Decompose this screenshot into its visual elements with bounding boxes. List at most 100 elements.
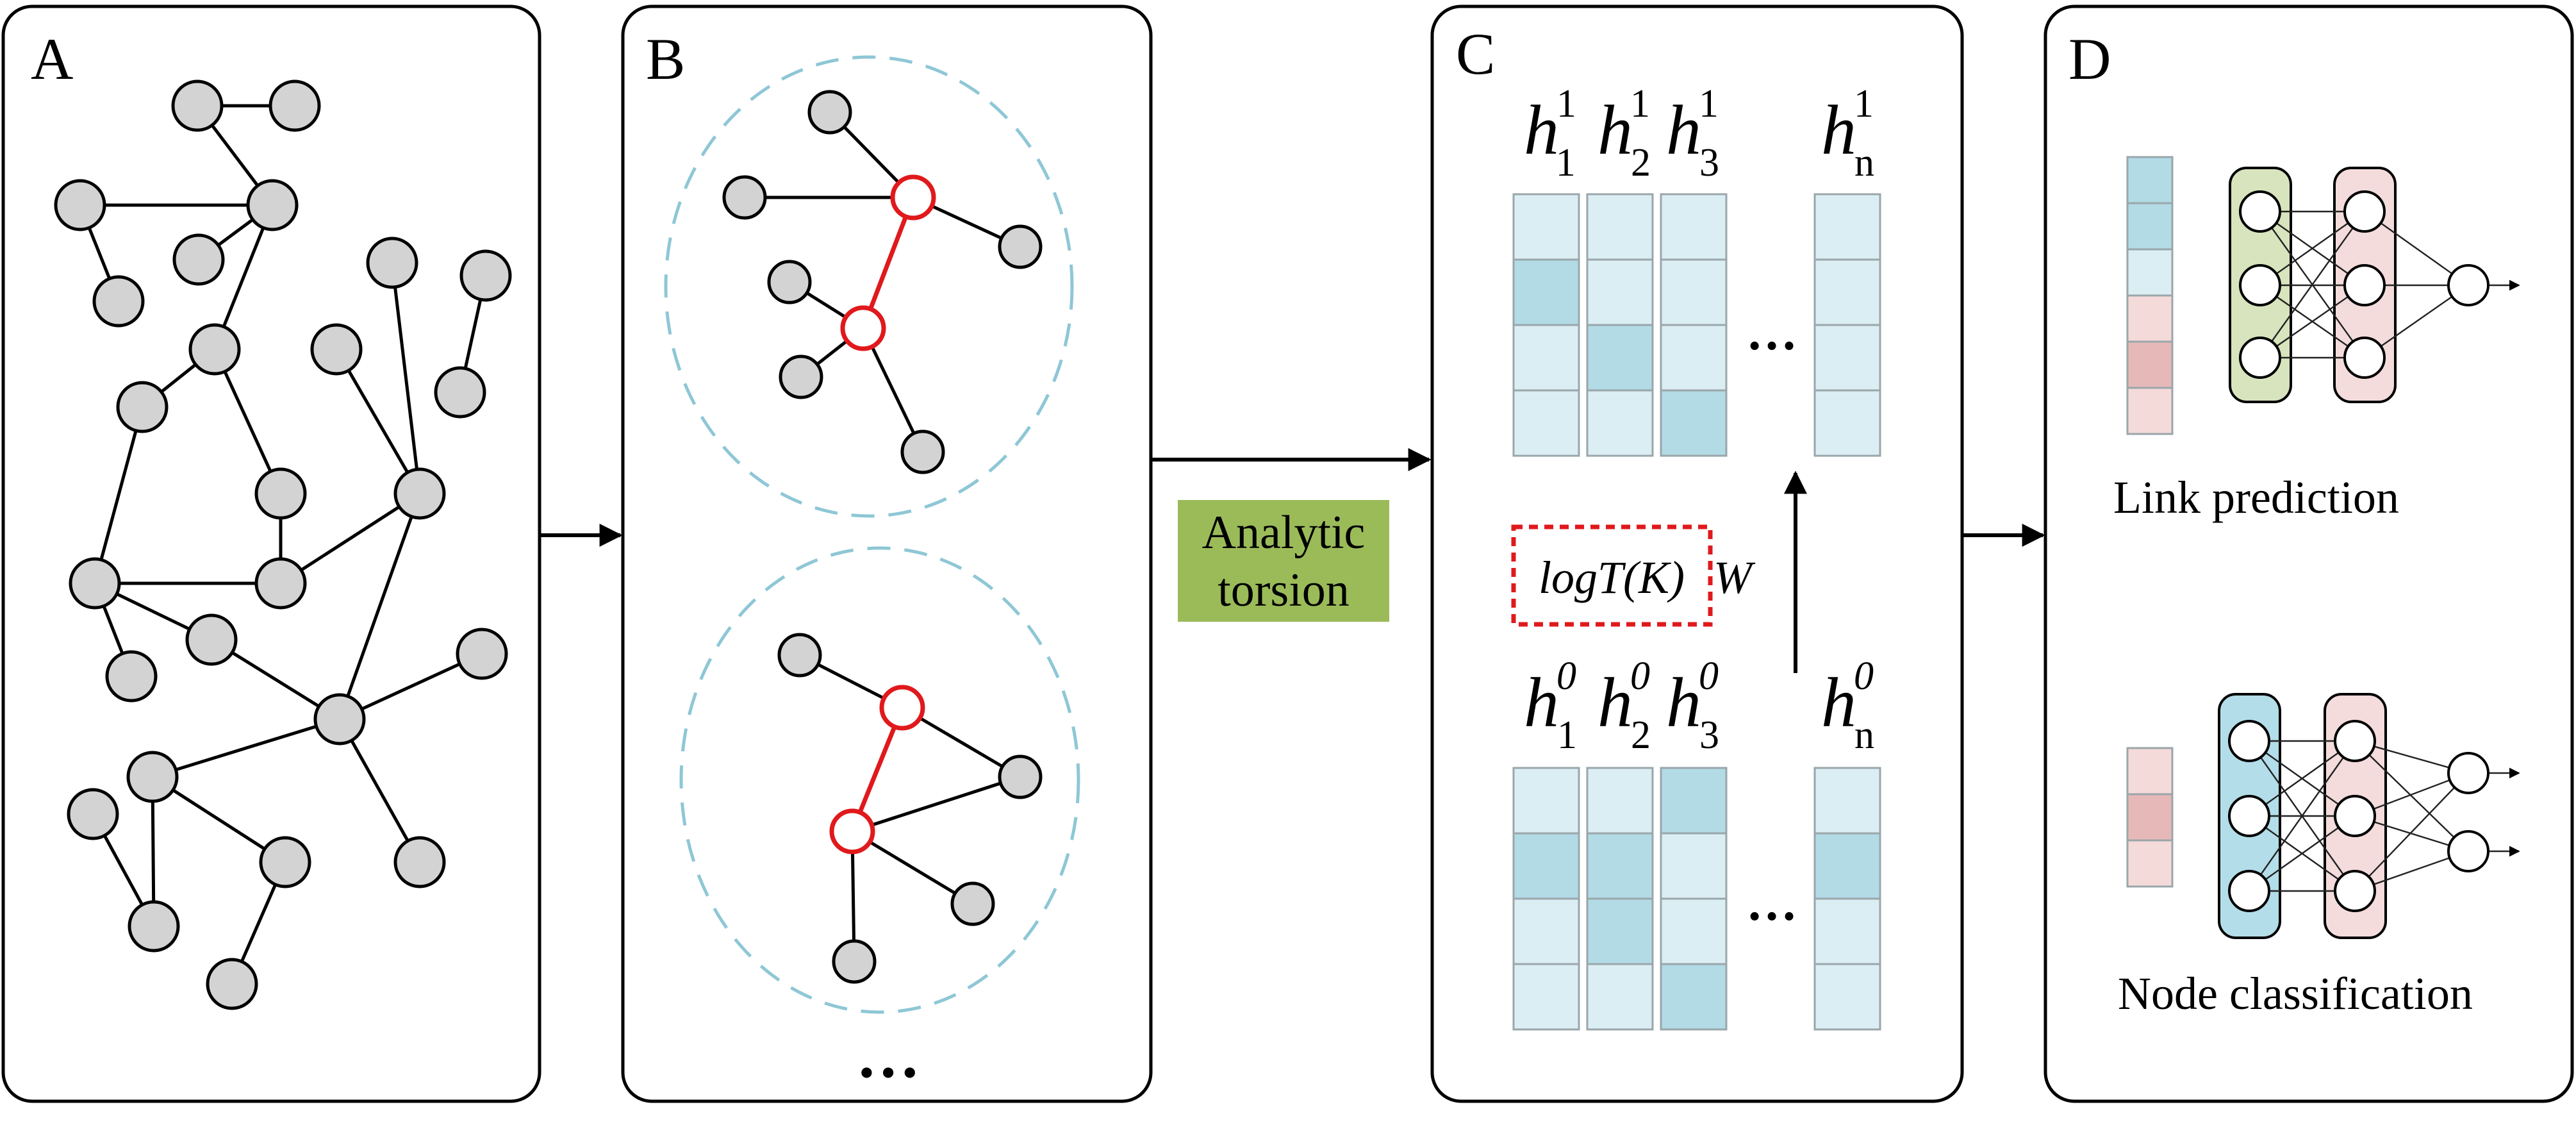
matrix-cell: [1813, 897, 1881, 965]
matrix-cell: [1660, 832, 1728, 900]
nn-connection: [2249, 740, 2356, 817]
nn-neuron: [2228, 870, 2270, 912]
graph-edge: [338, 652, 483, 721]
matrix-cell: [1512, 767, 1580, 835]
matrix-cell: [1813, 193, 1881, 261]
graph-node: [54, 179, 106, 231]
graph-node: [172, 233, 225, 286]
nn-connection: [2354, 772, 2469, 892]
analytic-torsion-line1: Analytic: [1202, 506, 1366, 559]
subgraph-node-highlighted: [879, 685, 925, 731]
matrix-cell: [1586, 897, 1654, 965]
graph-node: [310, 323, 363, 376]
matrix-cell: [1586, 767, 1654, 835]
graph-node: [254, 557, 307, 610]
nn-neuron: [2239, 337, 2281, 379]
nn-connection: [2354, 740, 2469, 852]
graph-node: [188, 323, 241, 376]
subgraph-node: [998, 224, 1043, 269]
nn-neuron: [2334, 720, 2376, 762]
nn-neuron: [2343, 264, 2386, 306]
graph-b-nodes: [722, 90, 1043, 984]
link-input-embedding: [2126, 156, 2174, 435]
nn-connection: [2259, 211, 2365, 286]
subgraph-edge: [851, 829, 974, 906]
matrix-cell: [1813, 389, 1881, 457]
graph-node: [268, 79, 321, 132]
panel-d-frame: [2043, 4, 2574, 1103]
matrix-cell: [1512, 963, 1580, 1031]
graph-node: [67, 788, 119, 840]
graph-edge: [151, 775, 286, 864]
analytic-torsion-line2: torsion: [1218, 564, 1350, 617]
graph-node: [105, 650, 158, 703]
matrix-cell: [1660, 389, 1728, 457]
graph-node: [128, 900, 180, 953]
graph-edge: [390, 262, 422, 494]
graph-node: [171, 79, 224, 132]
subgraph-node-highlighted: [840, 305, 886, 351]
graph-node: [313, 693, 366, 745]
link-prediction-network: [2239, 190, 2520, 379]
graph-node: [254, 467, 307, 520]
graph-edge: [93, 406, 144, 584]
graph-node: [116, 381, 169, 433]
panel-d-label: D: [2068, 26, 2111, 92]
nn-neuron: [2343, 190, 2386, 233]
graph-edge: [279, 492, 421, 585]
feature-matrix-bottom: [1512, 767, 1881, 1031]
matrix-cell: [1813, 258, 1881, 326]
matrix-cell: [1586, 193, 1654, 261]
graph-edge: [334, 348, 422, 495]
formula-weight-w: W: [1713, 552, 1756, 603]
subgraph-node: [807, 90, 852, 135]
nn-neuron: [2239, 190, 2281, 233]
nn-neuron: [2228, 795, 2270, 837]
panel-a-label: A: [31, 26, 73, 92]
task-link-prediction: Link prediction: [2113, 472, 2399, 523]
panel-b-label: B: [646, 26, 685, 92]
graph-node: [366, 237, 418, 289]
matrix-cell: [1813, 963, 1881, 1031]
matrix-cell: [1813, 832, 1881, 900]
nn-connection: [2249, 815, 2356, 892]
graph-node: [185, 613, 238, 666]
matrix-cell: [1660, 193, 1728, 261]
nn-connection: [2259, 285, 2365, 358]
nn-output-neuron: [2447, 752, 2489, 794]
graph-edge: [213, 348, 283, 495]
subgraph-node: [832, 939, 877, 984]
graph-edge: [338, 493, 422, 720]
subgraph-node: [779, 354, 823, 399]
matrix-cell: [1660, 963, 1728, 1031]
subgraph-cluster-bottom: [679, 546, 1080, 1014]
matrix-top-ellipsis: …: [1746, 304, 1797, 361]
matrix-cell: [1512, 897, 1580, 965]
matrix-cell: [1586, 389, 1654, 457]
nn-neuron: [2343, 337, 2386, 379]
formula-log-torsion: logT(K): [1539, 552, 1685, 603]
node-classification-network: [2228, 720, 2520, 912]
panel-b-frame: [621, 4, 1153, 1103]
graph-a-nodes: [54, 79, 512, 1010]
panel-a: A: [1, 4, 541, 1103]
matrix-cell: [1813, 324, 1881, 392]
matrix-cell: [1512, 832, 1580, 900]
panel-b: B …: [621, 4, 1153, 1103]
panel-c-label: C: [1456, 21, 1495, 87]
nn-connection: [2364, 211, 2469, 286]
nn-connection: [2259, 211, 2365, 358]
subgraph-cluster-top: [664, 55, 1074, 518]
matrix-cell: [1512, 258, 1580, 326]
graph-node: [393, 836, 446, 888]
graph-node: [92, 275, 145, 328]
nn-neuron: [2334, 870, 2376, 912]
